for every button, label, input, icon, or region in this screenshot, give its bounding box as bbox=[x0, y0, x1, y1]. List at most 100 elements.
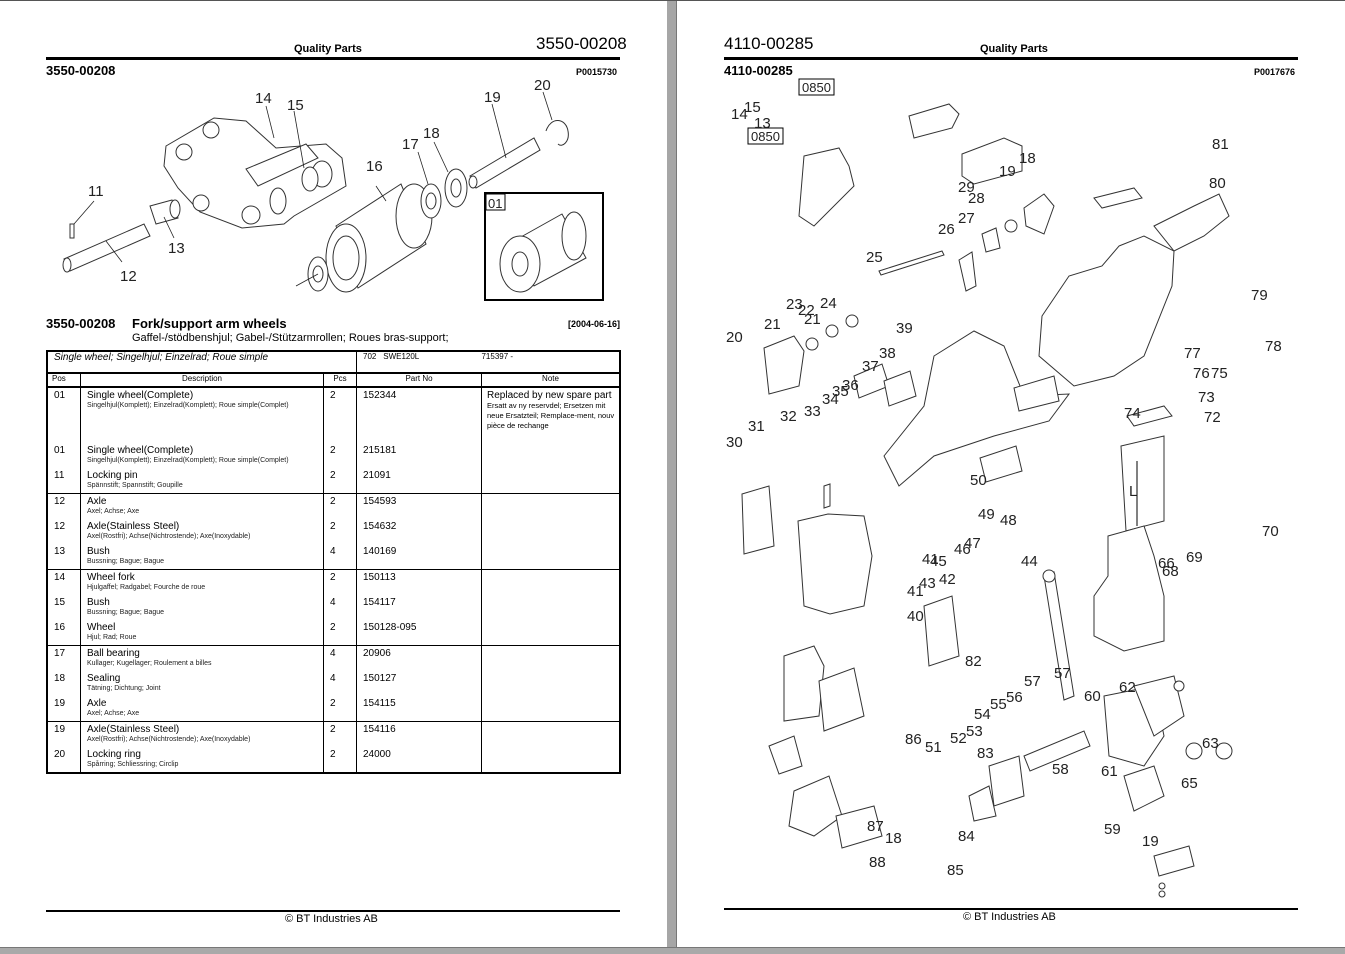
description-translations: Hjul; Rad; Roue bbox=[87, 634, 137, 641]
callout-47: 47 bbox=[964, 535, 981, 552]
callout-34: 34 bbox=[822, 391, 839, 408]
dimension-label-l: L bbox=[1129, 483, 1137, 500]
header-code: 3550-00208 bbox=[536, 34, 627, 53]
pos-value: 14 bbox=[54, 572, 66, 583]
description-text: Bush bbox=[87, 597, 110, 608]
callout-22: 22 bbox=[798, 302, 815, 319]
pos-value: 18 bbox=[54, 673, 66, 684]
cell-pcs: 2 bbox=[323, 721, 357, 747]
part-left-cover bbox=[763, 314, 859, 395]
part-gas-spring-55 bbox=[1042, 569, 1075, 701]
cell-description: Single wheel(Complete)Singelhjul(Komplet… bbox=[80, 387, 324, 443]
header-title: Quality Parts bbox=[294, 43, 362, 55]
cell-pos: 12 bbox=[47, 519, 81, 544]
pcs-value: 4 bbox=[330, 648, 336, 659]
cell-pcs: 2 bbox=[323, 519, 357, 544]
note-text bbox=[487, 620, 619, 622]
exploded-diagram-tiller-head: 0850 0850 bbox=[724, 76, 1298, 906]
part-handle-top-cover bbox=[798, 103, 1023, 227]
part-locking-pin-11 bbox=[69, 223, 75, 239]
part-bush-15 bbox=[301, 166, 319, 192]
part-bush-13 bbox=[149, 199, 181, 225]
description-translations: Bussning; Bague; Bague bbox=[87, 609, 165, 616]
picture-code: P0015730 bbox=[576, 67, 618, 77]
callout-56: 56 bbox=[1006, 689, 1023, 706]
cell-pos: 19 bbox=[47, 721, 81, 747]
part-number: 154593 bbox=[363, 496, 397, 507]
description-text: Locking pin bbox=[87, 470, 138, 481]
cell-pcs: 4 bbox=[323, 595, 357, 620]
part-number: 150127 bbox=[363, 673, 397, 684]
callout-86: 86 bbox=[905, 731, 922, 748]
callout-81: 81 bbox=[1212, 136, 1229, 153]
cell-part-no: 150113 bbox=[356, 569, 482, 595]
part-number: 150128-095 bbox=[363, 622, 417, 633]
callout-60: 60 bbox=[1084, 688, 1101, 705]
description-text: Ball bearing bbox=[87, 648, 140, 659]
callout-42: 42 bbox=[939, 571, 956, 588]
description-translations: Spårring; Schliessring; Circlip bbox=[87, 761, 179, 768]
part-number: 152344 bbox=[363, 390, 397, 401]
callout-88: 88 bbox=[869, 854, 886, 871]
pos-value: 11 bbox=[54, 470, 65, 481]
cell-note bbox=[482, 671, 621, 696]
note-text bbox=[487, 696, 619, 698]
part-number: 150113 bbox=[363, 572, 396, 583]
description-translations: Axel; Achse; Axe bbox=[87, 508, 140, 515]
part-control-module bbox=[741, 483, 873, 615]
cell-note bbox=[481, 620, 620, 646]
cell-part-no: 150127 bbox=[356, 671, 482, 696]
cell-note bbox=[482, 595, 621, 620]
description-text: Single wheel(Complete) bbox=[87, 445, 194, 456]
callout-15: 15 bbox=[744, 99, 761, 116]
callout-52: 52 bbox=[950, 730, 967, 747]
callout-73: 73 bbox=[1198, 389, 1215, 406]
callout-26: 26 bbox=[938, 221, 955, 238]
callout-40: 40 bbox=[907, 608, 924, 625]
callout-32: 32 bbox=[780, 408, 797, 425]
pcs-value: 2 bbox=[330, 749, 336, 760]
document-page-left: Quality Parts 3550-00208 3550-00208 P001… bbox=[0, 1, 668, 947]
tag-box-0850-left bbox=[747, 127, 784, 145]
cell-description: Single wheel(Complete)Singelhjul(Komplet… bbox=[80, 443, 324, 468]
callout-76: 76 bbox=[1193, 365, 1210, 382]
cell-pos: 20 bbox=[47, 747, 81, 774]
part-tiller-arm bbox=[1093, 405, 1173, 652]
cell-pcs: 4 bbox=[323, 544, 357, 570]
callout-43: 43 bbox=[919, 575, 936, 592]
cell-pos: 17 bbox=[47, 645, 81, 671]
section-code: 3550-00208 bbox=[46, 63, 116, 78]
cell-pcs: 2 bbox=[323, 569, 357, 595]
callout-21: 21 bbox=[804, 311, 821, 328]
pcs-value: 2 bbox=[330, 572, 336, 583]
pos-value: 20 bbox=[54, 749, 66, 760]
pos-value: 01 bbox=[54, 445, 66, 456]
part-axle-12 bbox=[62, 223, 151, 273]
pos-value: 19 bbox=[54, 698, 66, 709]
cell-pos: 12 bbox=[47, 493, 81, 519]
callout-55: 55 bbox=[990, 696, 1007, 713]
exploded-diagram-wheel: 11 12 13 14 15 16 17 18 19 20 01 bbox=[46, 76, 620, 311]
cell-pos: 11 bbox=[47, 468, 81, 494]
description-translations: Spännstift; Spannstift; Goupille bbox=[87, 482, 183, 489]
part-bearing-17 bbox=[420, 183, 442, 219]
viewer-bottom-border bbox=[0, 947, 1345, 954]
note-text bbox=[487, 570, 619, 572]
callout-83: 83 bbox=[977, 745, 994, 762]
cell-note bbox=[482, 722, 621, 748]
description-text: Axle(Stainless Steel) bbox=[87, 521, 180, 532]
cell-note bbox=[481, 696, 620, 722]
part-levers bbox=[958, 193, 1055, 292]
pcs-value: 2 bbox=[330, 698, 336, 709]
model-serial: 715397 - bbox=[481, 352, 514, 361]
description-text: Wheel fork bbox=[87, 572, 135, 583]
